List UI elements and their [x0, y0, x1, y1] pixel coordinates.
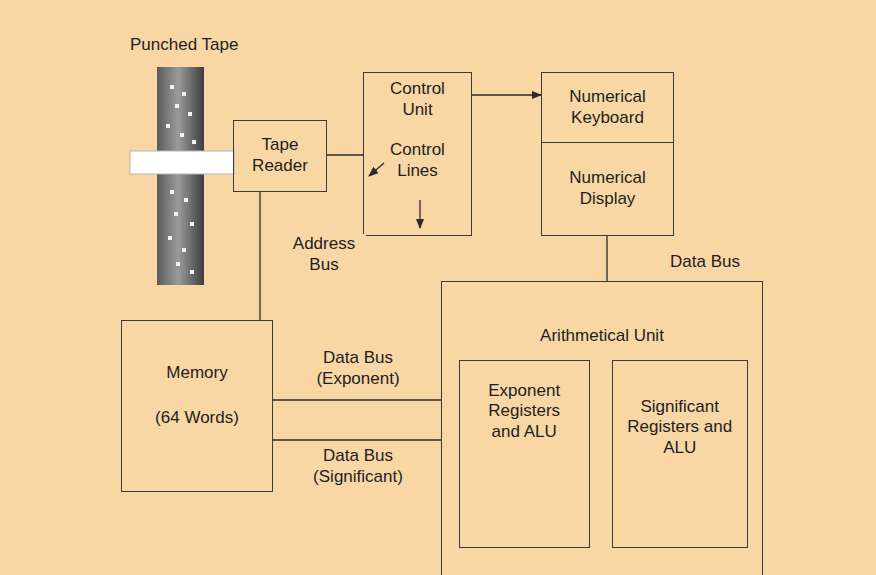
node-title: Significant Registers and ALU: [627, 397, 732, 459]
tape-strip: [130, 151, 234, 174]
tape-hole: [190, 270, 194, 274]
bus-line: [273, 439, 441, 440]
tape-hole: [175, 104, 179, 108]
tape-hole: [170, 85, 174, 89]
control-line-arrow: [419, 200, 420, 228]
bus-line: [472, 94, 541, 95]
node-title: Memory: [166, 363, 227, 384]
node-text: Control Lines: [379, 140, 457, 181]
tape-hole: [190, 222, 194, 226]
bus-label: Data Bus (Significant): [300, 446, 416, 487]
node-title: Numerical Keyboard: [553, 87, 663, 128]
tape-hole: [182, 248, 186, 252]
bus-line: [259, 192, 260, 320]
process-box: Numerical Display: [541, 142, 674, 236]
tape-hole: [182, 92, 186, 96]
register-box: Significant Registers and ALU: [612, 360, 748, 548]
node-title: Punched Tape: [130, 35, 238, 56]
tape-hole: [168, 236, 172, 240]
control-line-arrow: [369, 163, 384, 176]
node-title: Tape Reader: [240, 135, 320, 176]
bus-line: [273, 399, 441, 400]
tape-hole: [176, 262, 180, 266]
unit-box: Arithmetical UnitExponent Registers and …: [441, 281, 763, 575]
register-box: Exponent Registers and ALU: [459, 360, 590, 548]
tape-holes: [166, 85, 196, 274]
tape-hole: [170, 190, 174, 194]
node-title: Numerical Display: [553, 168, 663, 209]
bus-label: Data Bus: [668, 252, 742, 273]
tape-hole: [192, 140, 196, 144]
control-box: Control UnitControl Lines: [363, 72, 472, 236]
tape-node: Punched Tape: [157, 67, 204, 285]
bus-line: [327, 154, 363, 155]
process-box: Tape Reader: [233, 120, 327, 192]
process-box: Numerical Keyboard: [541, 72, 674, 143]
tape-hole: [188, 112, 192, 116]
node-title: Exponent Registers and ALU: [474, 381, 574, 443]
node-title: Arithmetical Unit: [540, 326, 664, 347]
node-text: (64 Words): [155, 408, 239, 429]
tape-hole: [180, 133, 184, 137]
memory-box: Memory (64 Words): [121, 320, 273, 492]
bus-line: [606, 236, 607, 281]
tape-hole: [174, 212, 178, 216]
tape-hole: [184, 198, 188, 202]
bus-label: Data Bus (Exponent): [300, 348, 416, 389]
tape-body: [157, 67, 204, 285]
bus-label: Address Bus: [282, 234, 366, 275]
tape-hole: [166, 124, 170, 128]
node-title: Control Unit: [379, 79, 457, 120]
